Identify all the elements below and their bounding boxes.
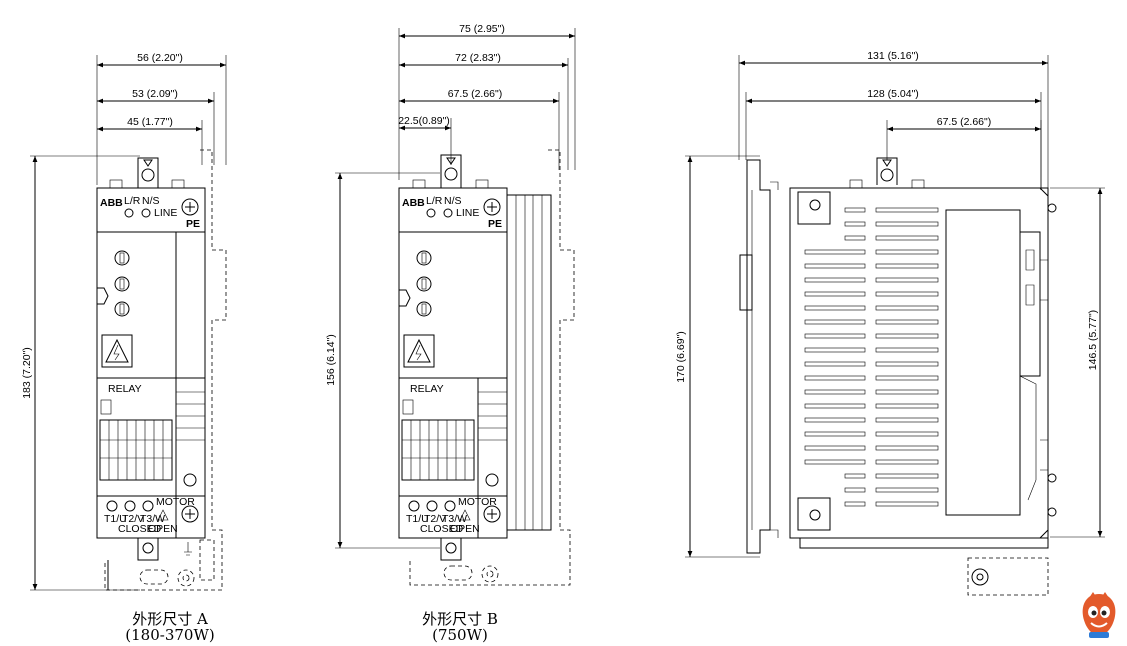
mascot-logo-icon [1077, 590, 1121, 640]
view-side-depth-front: 67.5 (2.66") [937, 116, 992, 128]
screw-icon [181, 505, 199, 523]
terminal-icon [444, 500, 456, 512]
warning-icon [407, 338, 431, 363]
view-side: 131 (5.16") 128 (5.04") 67.5 (2.66") 170… [675, 50, 1105, 596]
view-b-terminal-block [401, 419, 475, 481]
view-a-line-label: LINE [154, 207, 177, 219]
view-side-depth-overall: 131 (5.16") [867, 50, 919, 62]
led-icon [426, 208, 436, 218]
view-a-width-body: 53 (2.09") [132, 88, 178, 100]
knob-icon [114, 301, 130, 317]
view-b-pe-label: PE [488, 218, 502, 230]
knob-icon [416, 276, 432, 292]
led-icon [141, 208, 151, 218]
view-a-fins [176, 391, 205, 441]
knob-icon [114, 276, 130, 292]
view-b-led1-label: L/R [426, 195, 443, 207]
view-b-brand: ABB [402, 197, 425, 209]
view-a-led2-label: N/S [142, 195, 160, 207]
view-b-t1-label: T1/U [406, 513, 429, 525]
view-b-relay-label: RELAY [410, 383, 444, 395]
view-a-dimensions: 56 (2.20") 53 (2.09") 45 (1.77") 183 (7.… [21, 52, 227, 591]
view-a-caption-power: (180-370W) [125, 626, 214, 644]
view-b-line-label: LINE [456, 207, 479, 219]
view-b-width-front: 67.5 (2.66") [448, 88, 503, 100]
view-a-relay-label: RELAY [108, 383, 142, 395]
view-b-t2-label: T2/V [424, 513, 446, 525]
view-a: 56 (2.20") 53 (2.09") 45 (1.77") 183 (7.… [21, 52, 227, 644]
view-b-dimensions: 75 (2.95") 72 (2.83") 67.5 (2.66") 22.5(… [325, 23, 576, 549]
view-side-dimensions: 131 (5.16") 128 (5.04") 67.5 (2.66") 170… [675, 50, 1105, 558]
screw-icon [483, 198, 501, 216]
view-side-height-body: 146.5 (5.77") [1087, 310, 1099, 370]
knob-icon [114, 250, 130, 266]
terminal-icon [142, 500, 154, 512]
view-a-body [96, 187, 206, 539]
warning-icon [105, 338, 129, 363]
view-a-terminal-block [99, 419, 173, 481]
warning-icon [459, 509, 471, 521]
view-side-body [789, 187, 1049, 539]
view-b-led2-label: N/S [444, 195, 462, 207]
view-b-fins [478, 391, 507, 441]
view-a-pe-label: PE [186, 218, 200, 230]
view-b-motor-label: MOTOR [458, 496, 497, 508]
view-b-height: 156 (6.14") [325, 334, 337, 386]
view-a-open-label: OPEN [148, 523, 178, 535]
terminal-icon [106, 500, 118, 512]
view-b-t3-label: T3/W [442, 513, 467, 525]
view-a-closed-label: CLOSED [118, 523, 162, 535]
view-a-t3-label: T3/W [140, 513, 165, 525]
view-a-led1-label: L/R [124, 195, 141, 207]
view-b-caption-title: 外形尺寸 B [422, 610, 498, 628]
knob-icon [416, 301, 432, 317]
view-side-depth-body: 128 (5.04") [867, 88, 919, 100]
led-icon [443, 208, 453, 218]
view-a-t2-label: T2/V [122, 513, 144, 525]
view-side-vents-right [875, 207, 939, 507]
terminal-icon [124, 500, 136, 512]
view-a-width-overall: 56 (2.20") [137, 52, 183, 64]
view-b-width-body: 72 (2.83") [455, 52, 501, 64]
screw-icon [181, 198, 199, 216]
terminal-icon [426, 500, 438, 512]
view-b-heatsink [506, 194, 552, 531]
view-a-caption-title: 外形尺寸 A [132, 610, 208, 628]
ground-icon [485, 473, 499, 487]
view-b: 75 (2.95") 72 (2.83") 67.5 (2.66") 22.5(… [325, 23, 576, 644]
view-b-caption-power: (750W) [432, 626, 488, 644]
view-a-height: 183 (7.20") [21, 347, 33, 399]
view-a-motor-label: MOTOR [156, 496, 195, 508]
led-icon [124, 208, 134, 218]
screw-icon [483, 505, 501, 523]
view-b-width-module: 22.5(0.89") [398, 115, 450, 127]
terminal-icon [408, 500, 420, 512]
view-side-height-overall: 170 (6.69") [675, 331, 687, 383]
ground-icon [183, 473, 197, 487]
view-b-width-overall: 75 (2.95") [459, 23, 505, 35]
view-b-closed-label: CLOSED [420, 523, 464, 535]
warning-icon [157, 509, 169, 521]
view-a-brand: ABB [100, 197, 123, 209]
view-a-width-front: 45 (1.77") [127, 116, 173, 128]
view-side-label-panel [945, 209, 1021, 516]
view-a-t1-label: T1/U [104, 513, 127, 525]
knob-icon [416, 250, 432, 266]
view-b-open-label: OPEN [450, 523, 480, 535]
view-side-vents-left [804, 207, 866, 507]
